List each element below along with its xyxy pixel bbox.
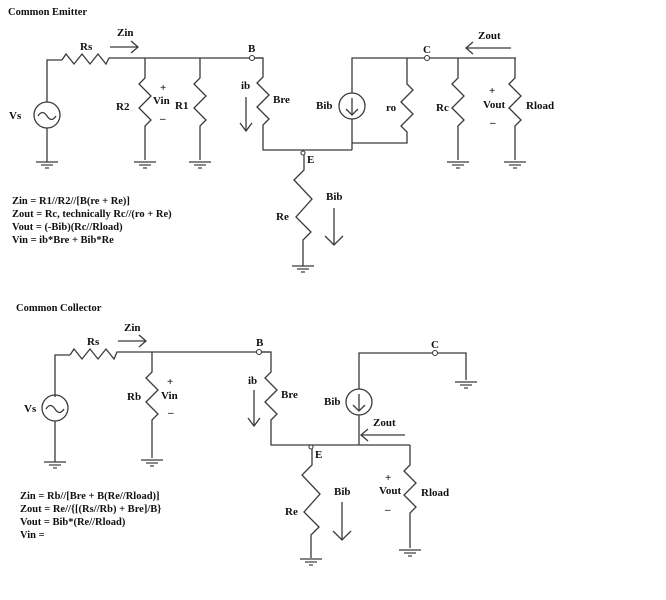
vin-plus: +	[160, 82, 166, 94]
bre-resistor	[262, 351, 410, 446]
equation-zout: Zout = Rc, technically Rc//(ro + Re)	[12, 209, 172, 220]
vin-plus: +	[167, 376, 173, 388]
vout-plus: +	[489, 85, 495, 97]
common-emitter-circuit: Common Emitter Vs Rs Zin R2 + Vin – R1	[8, 7, 554, 273]
vs-source	[33, 59, 62, 169]
down-arrow-icon	[352, 394, 366, 412]
zin-label: Zin	[124, 322, 141, 334]
down-arrow-icon	[345, 98, 359, 116]
rs-resistor	[61, 52, 263, 66]
rb-resistor	[145, 352, 159, 458]
vin-minus: –	[159, 113, 166, 125]
e-label: E	[315, 449, 322, 461]
equation-vin: Vin =	[20, 530, 45, 541]
vin-minus: –	[167, 407, 174, 419]
zout-arrow-icon	[360, 428, 405, 442]
r1-label: R1	[175, 100, 188, 112]
bib-arrow-icon	[332, 502, 352, 541]
bib-arrow-label: Bib	[334, 486, 351, 498]
ground-icon	[503, 161, 527, 169]
rb-label: Rb	[127, 391, 141, 403]
c-label: C	[431, 339, 439, 351]
ib-label: ib	[241, 80, 250, 92]
zout-label: Zout	[478, 30, 501, 42]
vin-label: Vin	[153, 95, 170, 107]
base-node	[248, 54, 256, 62]
ground-icon	[446, 161, 470, 169]
equation-vin: Vin = ib*Bre + Bib*Re	[12, 235, 114, 246]
rload-label: Rload	[526, 100, 554, 112]
rs-label: Rs	[87, 336, 100, 348]
vin-label: Vin	[161, 390, 178, 402]
emitter-node	[300, 150, 306, 156]
ground-icon	[133, 161, 157, 169]
vout-label: Vout	[483, 99, 506, 111]
collector-node	[431, 349, 439, 357]
zin-label: Zin	[117, 27, 134, 39]
equation-zout: Zout = Re//{[(Rs//Rb) + Bre]/B}	[20, 504, 161, 515]
ground-icon	[140, 459, 164, 467]
ground-icon	[398, 549, 422, 557]
vout-minus: –	[489, 117, 496, 129]
ro-label: ro	[386, 102, 397, 114]
bib-source-label: Bib	[324, 396, 341, 408]
b-label: B	[256, 337, 264, 349]
ro-resistor	[351, 58, 414, 150]
ground-icon	[454, 381, 478, 389]
ground-icon	[299, 558, 323, 566]
b-label: B	[248, 43, 256, 55]
rload-resistor	[508, 58, 522, 160]
re-label: Re	[276, 211, 289, 223]
bib-arrow-icon	[324, 208, 344, 246]
vout-label: Vout	[379, 485, 402, 497]
collector-node	[423, 54, 431, 62]
zin-arrow-icon	[110, 40, 139, 54]
bre-resistor	[255, 57, 352, 151]
common-collector-circuit: Common Collector Vs Rs Zin Rb + Vin – B	[16, 303, 478, 566]
common-collector-title: Common Collector	[16, 303, 102, 314]
ground-icon	[43, 461, 67, 469]
vs-label: Vs	[24, 403, 37, 415]
rs-resistor	[69, 347, 270, 361]
bib-arrow-label: Bib	[326, 191, 343, 203]
ground-icon	[291, 265, 315, 273]
rc-resistor	[451, 58, 465, 160]
ground-icon	[188, 161, 212, 169]
zout-label: Zout	[373, 417, 396, 429]
ib-arrow-icon	[239, 97, 253, 133]
bre-label: Bre	[273, 94, 290, 106]
r2-label: R2	[116, 101, 130, 113]
re-resistor	[293, 155, 313, 266]
r2-resistor	[138, 58, 152, 160]
emitter-node	[308, 444, 314, 450]
ground-icon	[35, 161, 59, 169]
sine-wave-icon	[45, 404, 65, 414]
vout-plus: +	[385, 472, 391, 484]
e-label: E	[307, 154, 314, 166]
sine-wave-icon	[37, 111, 57, 121]
zout-arrow-icon	[465, 41, 511, 55]
equation-vout: Vout = Bib*(Re//Rload)	[20, 517, 126, 528]
vout-minus: –	[384, 504, 391, 516]
zin-arrow-icon	[118, 334, 147, 348]
bib-source-label: Bib	[316, 100, 333, 112]
common-emitter-title: Common Emitter	[8, 7, 87, 18]
rload-label: Rload	[421, 487, 449, 499]
base-node	[255, 348, 263, 356]
bre-label: Bre	[281, 389, 298, 401]
r1-resistor	[193, 58, 207, 160]
re-resistor	[301, 449, 321, 558]
vs-label: Vs	[9, 110, 22, 122]
equation-zin: Zin = Rb//[Bre + B(Re//Rload)]	[20, 491, 160, 502]
ib-label: ib	[248, 375, 257, 387]
re-label: Re	[285, 506, 298, 518]
c-label: C	[423, 44, 431, 56]
equation-zin: Zin = R1//R2//[B(re + Re)]	[12, 196, 130, 207]
ib-arrow-icon	[247, 390, 261, 428]
rs-label: Rs	[80, 41, 93, 53]
equation-vout: Vout = (-Bib)(Rc//Rload)	[12, 222, 123, 233]
rload-resistor	[403, 445, 417, 548]
rc-label: Rc	[436, 102, 449, 114]
